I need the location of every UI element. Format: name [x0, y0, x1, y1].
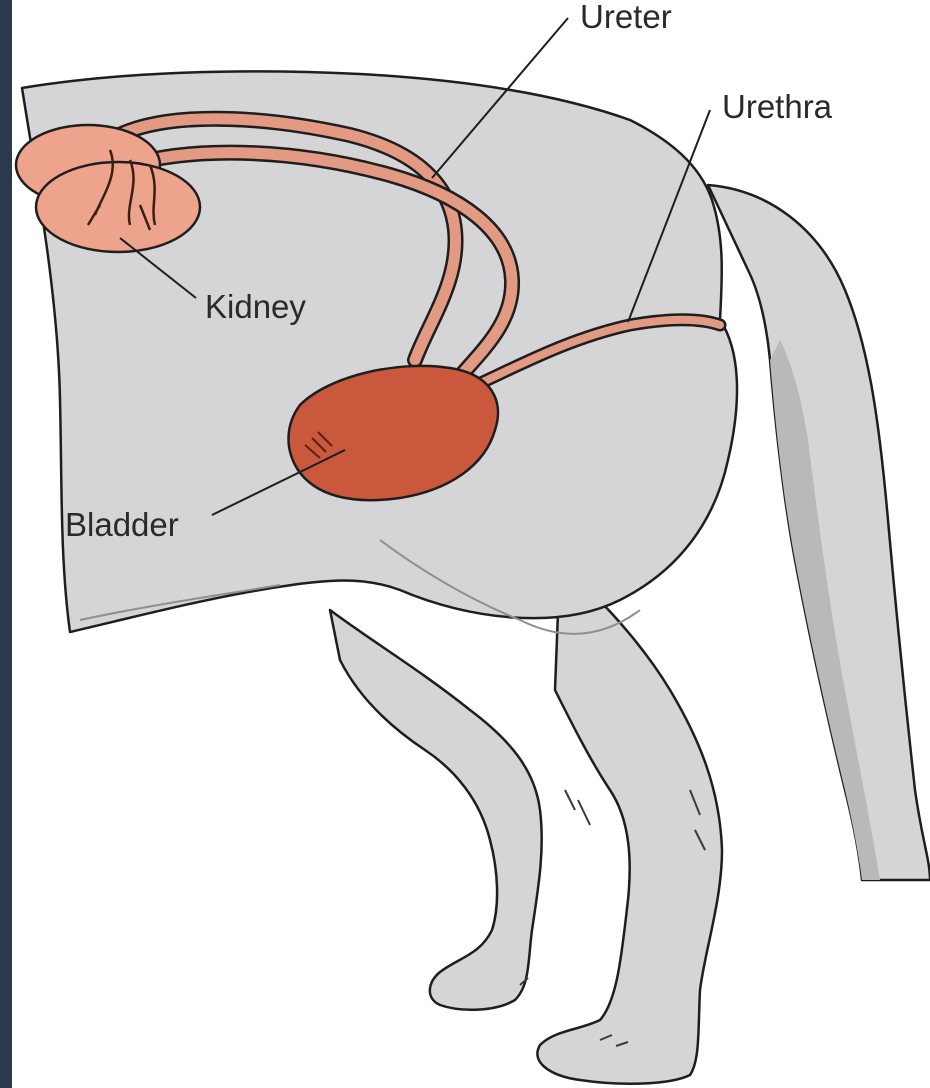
kidney-label: Kidney: [205, 288, 306, 325]
urethra-label: Urethra: [722, 88, 833, 125]
left-edge-panel: [0, 0, 12, 1088]
dog-front-leg: [330, 610, 542, 1010]
kidney-front: [36, 162, 200, 252]
ureter-label: Ureter: [580, 0, 672, 35]
bladder-label: Bladder: [65, 506, 179, 543]
dog-back-leg: [537, 560, 722, 1084]
